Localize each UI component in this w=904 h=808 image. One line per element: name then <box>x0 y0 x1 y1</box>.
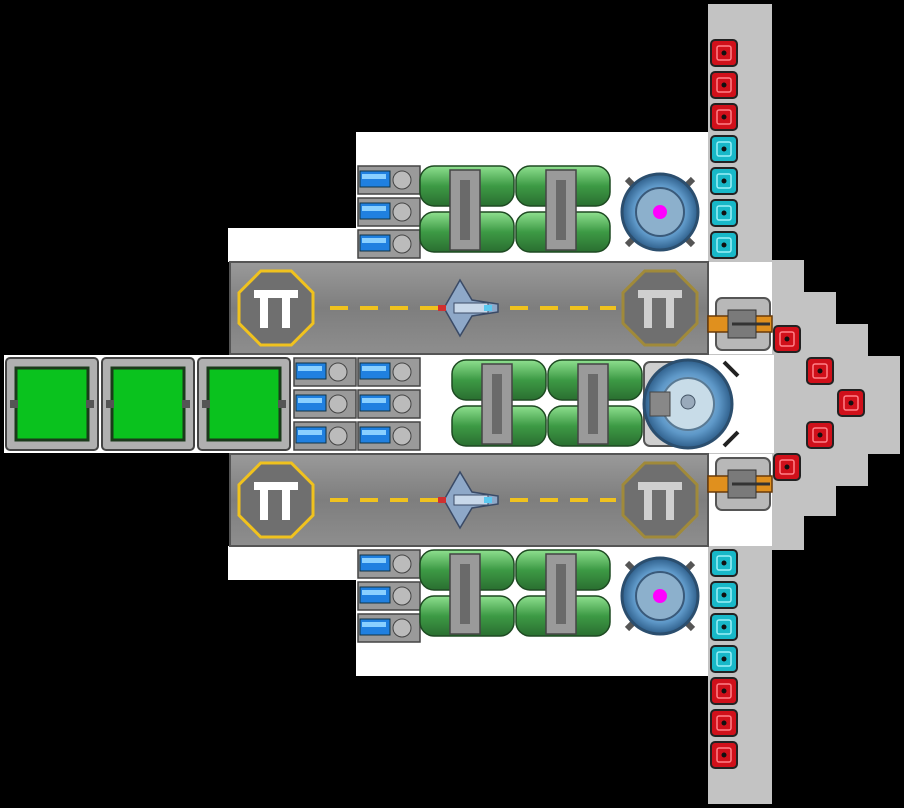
armor-plate <box>710 199 738 227</box>
armor-plate <box>710 71 738 99</box>
fuel-tank <box>419 165 515 253</box>
armor-plating <box>710 39 865 769</box>
hangar-upper[interactable] <box>229 261 709 355</box>
armor-plate <box>806 357 834 385</box>
reactor[interactable] <box>620 556 700 636</box>
landing-pad[interactable] <box>621 269 699 347</box>
armor-plate <box>710 135 738 163</box>
armor-plate <box>710 231 738 259</box>
armor-plate <box>710 581 738 609</box>
cargo-container[interactable] <box>101 357 195 451</box>
cargo-container[interactable] <box>5 357 99 451</box>
thruster <box>293 421 357 451</box>
landing-pad[interactable] <box>237 461 315 539</box>
reactor-core-icon <box>653 205 667 219</box>
thruster <box>357 229 421 259</box>
fighter-icon[interactable] <box>438 470 499 530</box>
turret[interactable] <box>707 297 773 351</box>
armor-plate <box>710 741 738 769</box>
reactor-core-icon <box>653 589 667 603</box>
fuel-tank <box>419 549 515 637</box>
armor-plate <box>710 39 738 67</box>
armor-plate <box>710 167 738 195</box>
armor-plate <box>710 645 738 673</box>
fuel-tanks <box>419 165 643 637</box>
armor-plate <box>710 103 738 131</box>
fuel-tank <box>515 549 611 637</box>
armor-plate <box>710 709 738 737</box>
armor-plate <box>710 549 738 577</box>
thruster-banks <box>293 165 421 643</box>
thruster <box>357 549 421 579</box>
reactor[interactable] <box>620 172 700 252</box>
fighter-icon[interactable] <box>438 278 499 338</box>
thruster <box>293 357 357 387</box>
thruster <box>357 421 421 451</box>
thruster <box>357 613 421 643</box>
thruster <box>293 389 357 419</box>
thruster <box>357 389 421 419</box>
armor-plate <box>806 421 834 449</box>
turret[interactable] <box>707 457 773 511</box>
fuel-tank <box>547 359 643 447</box>
armor-plate <box>837 389 865 417</box>
command-core[interactable] <box>642 358 740 450</box>
cargo-container[interactable] <box>197 357 291 451</box>
fuel-tank <box>451 359 547 447</box>
thruster <box>357 165 421 195</box>
thruster <box>357 357 421 387</box>
landing-pad[interactable] <box>621 461 699 539</box>
cargo-bay <box>5 357 291 451</box>
hangar-lower[interactable] <box>229 453 709 547</box>
armor-plate <box>710 677 738 705</box>
fuel-tank <box>515 165 611 253</box>
armor-plate <box>773 325 801 353</box>
thruster <box>357 197 421 227</box>
armor-plate <box>710 613 738 641</box>
landing-pad[interactable] <box>237 269 315 347</box>
thruster <box>357 581 421 611</box>
armor-plate <box>773 453 801 481</box>
